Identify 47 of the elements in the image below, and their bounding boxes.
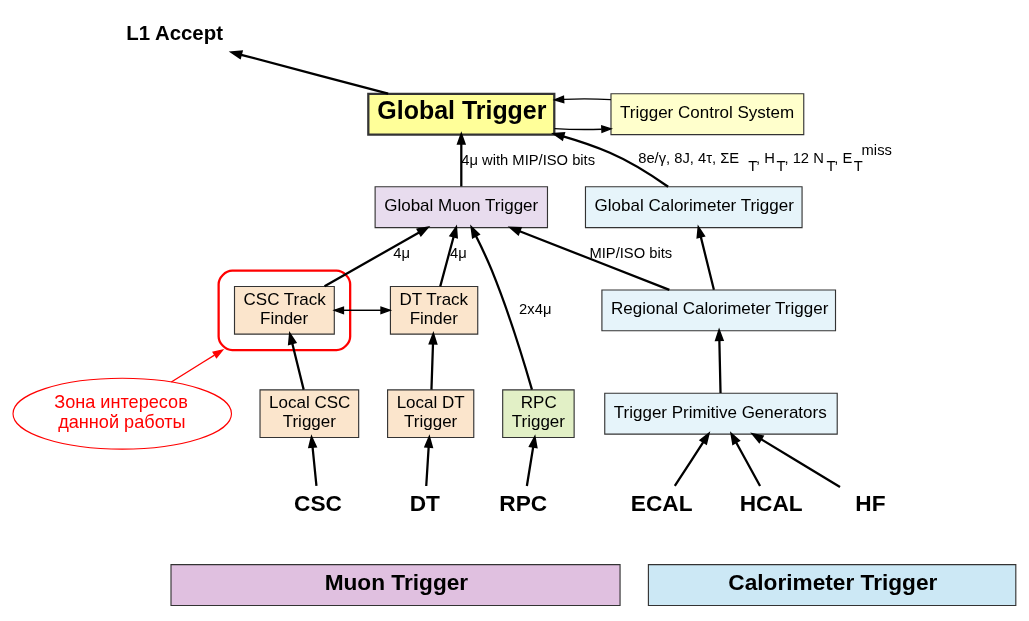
edge-label: MIP/ISO bits [589, 244, 673, 261]
node-box: Trigger Primitive Generators [604, 392, 838, 435]
node-box: Calorimeter Trigger [647, 564, 1017, 607]
node-text: CSC [294, 490, 342, 517]
node-box: CSC Track Finder [233, 286, 335, 335]
arrow [729, 431, 762, 487]
arrow [750, 432, 841, 489]
arrow [470, 224, 534, 390]
node-text: L1 Accept [126, 21, 223, 44]
node-box: Local CSC Trigger [259, 389, 360, 439]
node-box: Trigger Control System [610, 93, 805, 136]
arrow [323, 226, 431, 288]
arrow [439, 224, 458, 287]
arrow [696, 224, 715, 291]
node-box: Global Muon Trigger [374, 186, 549, 229]
cluster [217, 269, 352, 352]
arrow [507, 226, 670, 291]
arrow [428, 330, 438, 390]
arrow [287, 331, 305, 390]
node-text: RPC [499, 490, 548, 517]
edge-label: 4μ [449, 244, 467, 261]
node-text: DT [409, 490, 440, 517]
arrow [456, 131, 467, 187]
node-box: Global Trigger [367, 92, 556, 136]
arrow [525, 434, 538, 487]
arrow [551, 132, 669, 188]
node-text: ECAL [630, 490, 693, 517]
node-text: HCAL [739, 490, 803, 517]
edge-label: 2x4μ [519, 301, 552, 318]
node-box: Global Calorimeter Trigger [584, 186, 803, 229]
arrow [228, 50, 389, 95]
arrow [714, 327, 725, 394]
node-text: HF [855, 490, 886, 517]
node-box: Regional Calorimeter Trigger [601, 289, 837, 332]
node-box: DT Track Finder [389, 286, 479, 335]
node-box: RPC Trigger [502, 389, 575, 439]
node-box: Local DT Trigger [387, 389, 475, 439]
edge-label: 4μ with MIP/ISO bits [461, 151, 596, 168]
edge-label: 4μ [393, 244, 410, 261]
arrow [423, 434, 434, 487]
arrow [170, 348, 225, 383]
arrow [307, 434, 318, 487]
node-ellipse: Зона интересов данной работы [12, 377, 233, 450]
arrow [553, 125, 613, 134]
arrow [673, 431, 711, 487]
node-box: Muon Trigger [170, 564, 621, 607]
arrow [552, 95, 612, 104]
